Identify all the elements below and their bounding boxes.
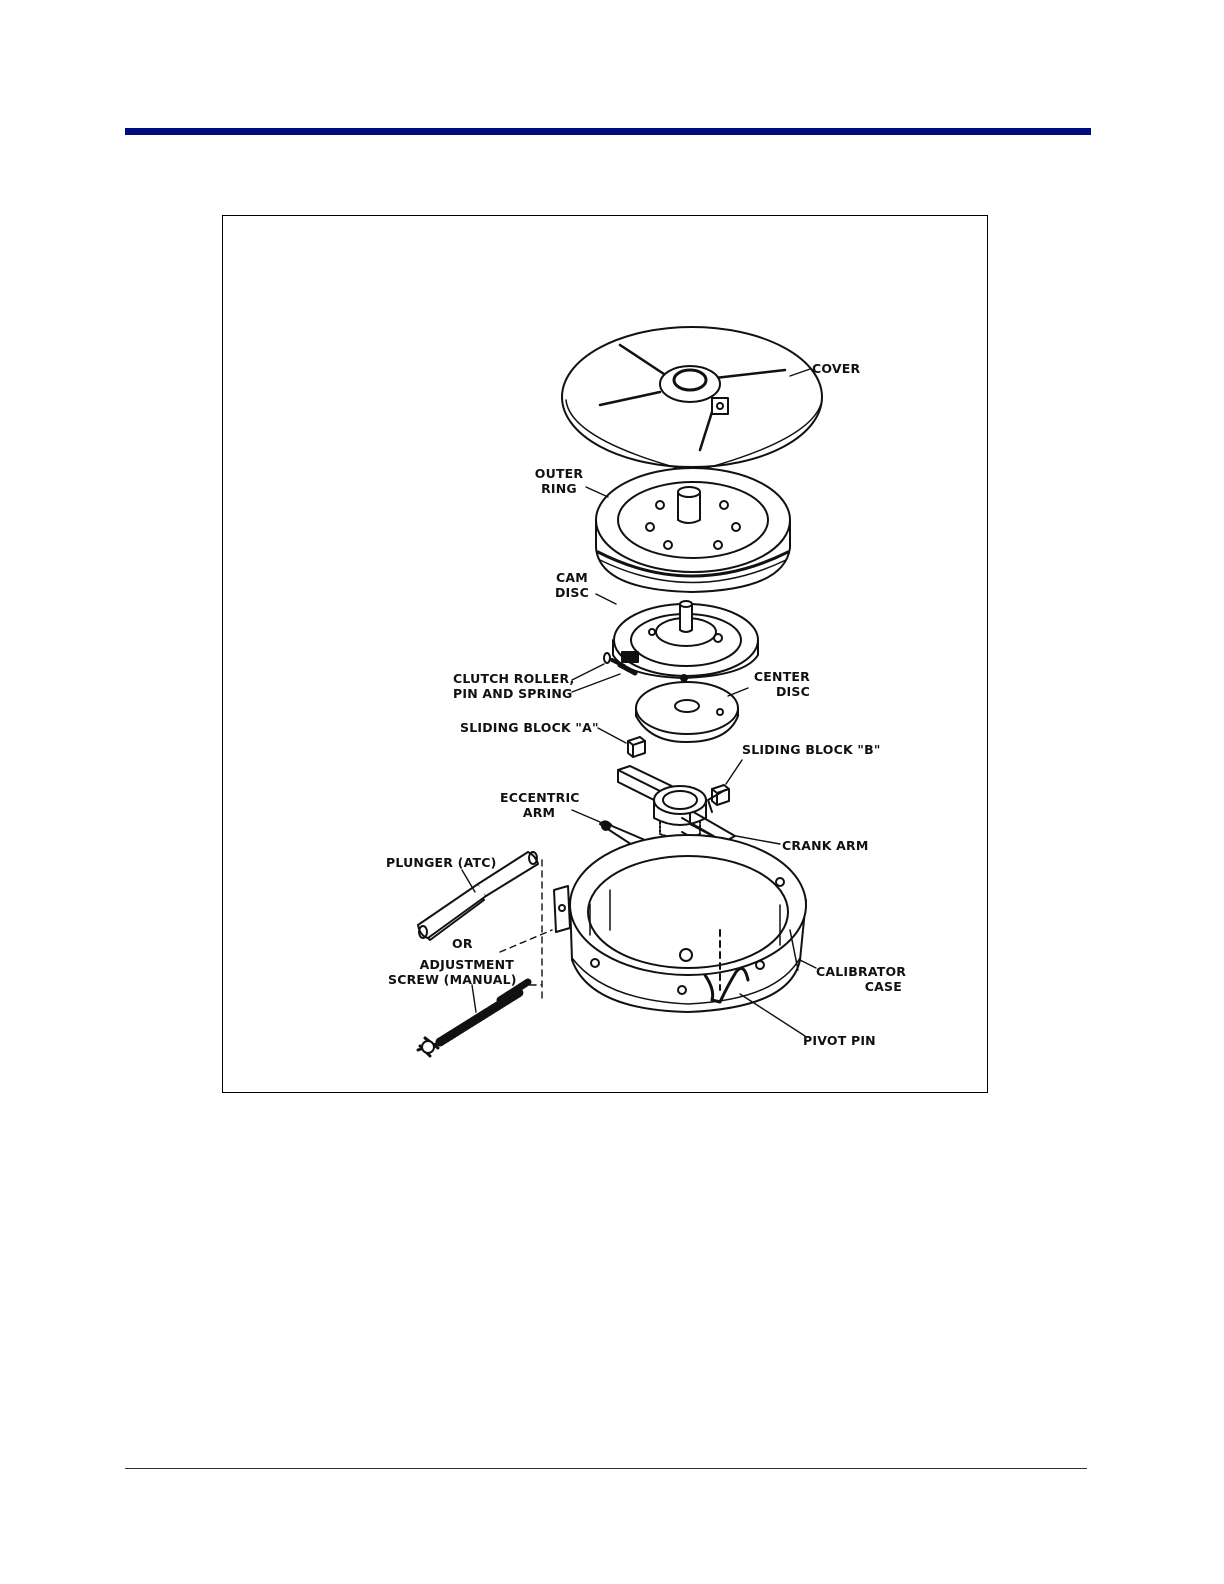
cover-part bbox=[562, 327, 822, 472]
label-eccentric-arm: ECCENTRIC ARM bbox=[500, 790, 578, 820]
label-sliding-block-b: SLIDING BLOCK "B" bbox=[742, 742, 881, 757]
label-or: OR bbox=[452, 936, 473, 951]
calibrator-case-part bbox=[554, 835, 806, 1012]
label-sliding-block-a: SLIDING BLOCK "A" bbox=[460, 720, 599, 735]
label-center-disc: CENTER DISC bbox=[752, 669, 810, 699]
sliding-block-a-part bbox=[628, 737, 645, 757]
cam-disc-part bbox=[613, 601, 758, 678]
label-cam-disc: CAM DISC bbox=[552, 570, 592, 600]
label-plunger: PLUNGER (ATC) bbox=[386, 855, 497, 870]
label-cover: COVER bbox=[812, 361, 860, 376]
outer-ring-part bbox=[596, 468, 790, 592]
label-clutch-roller: CLUTCH ROLLER, PIN AND SPRING bbox=[453, 671, 574, 701]
label-crank-arm: CRANK ARM bbox=[782, 838, 869, 853]
label-adjustment-screw: ADJUSTMENT SCREW (MANUAL) bbox=[388, 957, 514, 987]
label-outer-ring: OUTER RING bbox=[532, 466, 586, 496]
center-disc-part bbox=[636, 675, 738, 742]
label-pivot-pin: PIVOT PIN bbox=[803, 1033, 876, 1048]
footer-rule bbox=[125, 1468, 1087, 1469]
label-calibrator-case: CALIBRATOR CASE bbox=[816, 964, 902, 994]
